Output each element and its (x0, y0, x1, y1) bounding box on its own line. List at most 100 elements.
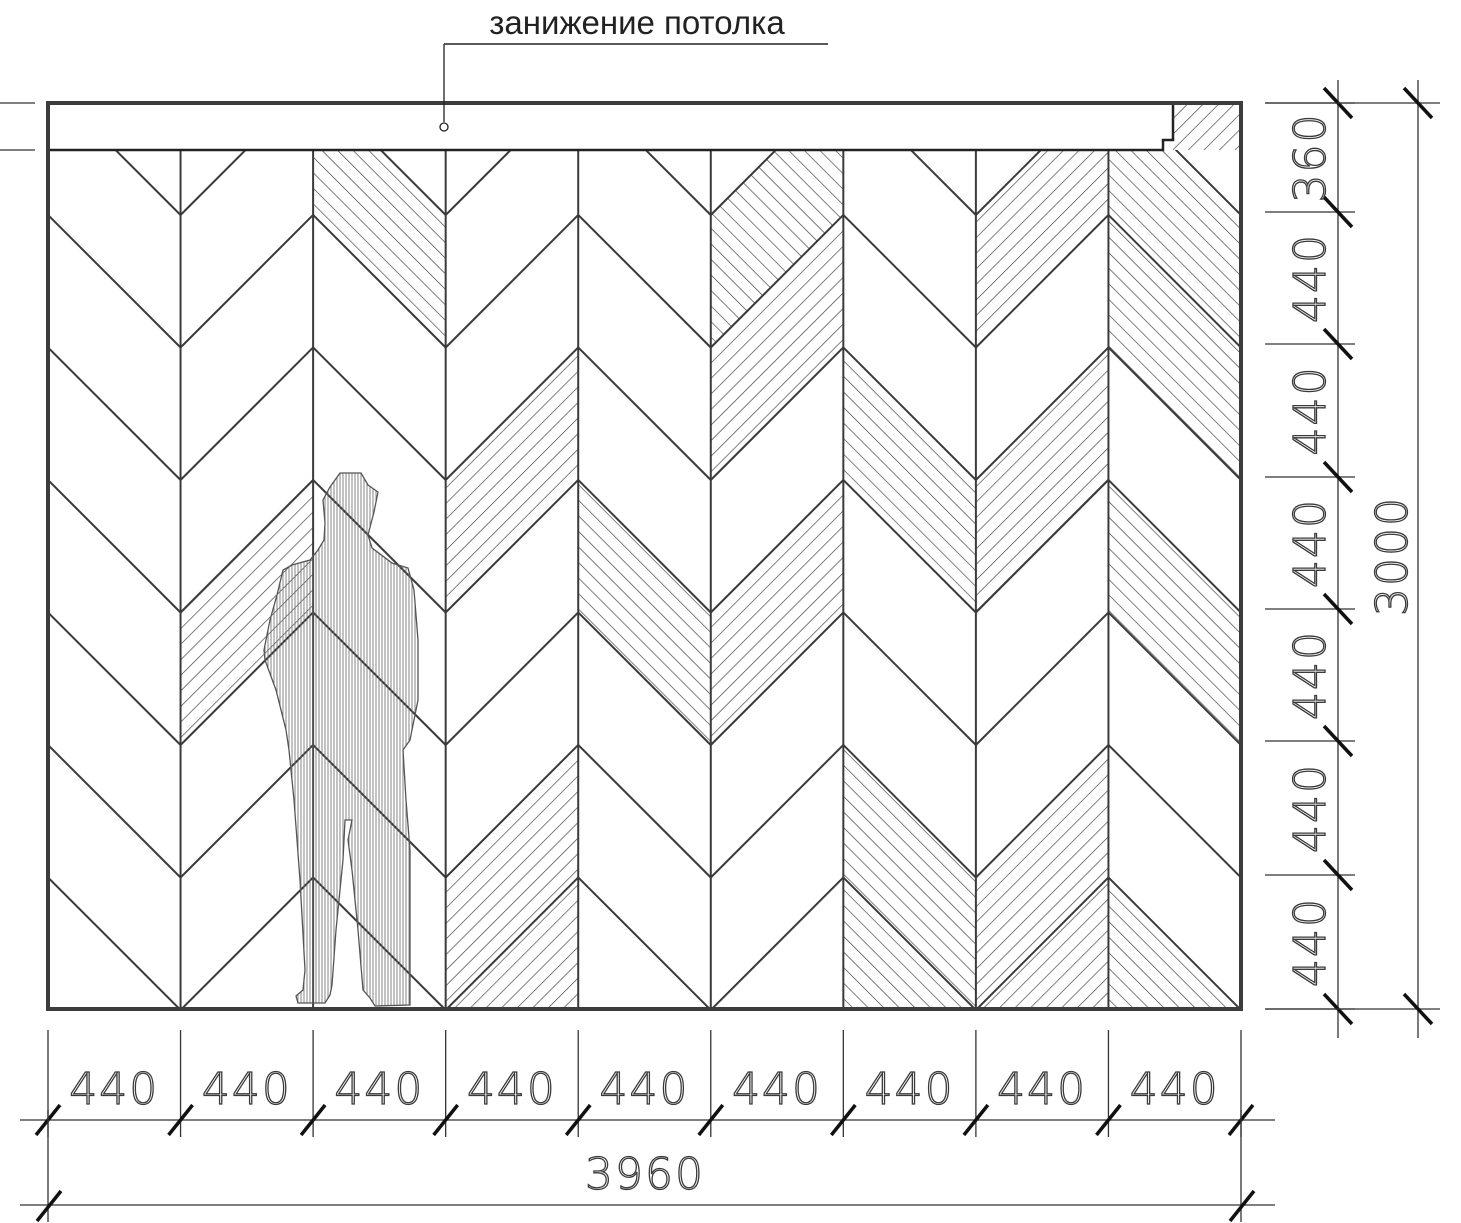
chevron-line (1108, 0, 1241, 83)
chevron-line (180, 876, 314, 1009)
chevron-line (1107, 611, 1241, 746)
vertical-dimension-label: 360 (1285, 113, 1336, 203)
vertical-dimension-label: 440 (1285, 763, 1336, 853)
chevron-line (444, 611, 579, 746)
chevron-line (179, 479, 314, 614)
chevron-line (312, 346, 447, 481)
chevron-line (710, 611, 845, 746)
dimension-tick (1322, 195, 1354, 229)
chevron-line (444, 150, 513, 216)
chevron-line (181, 1142, 314, 1223)
chevron-line (1107, 744, 1241, 879)
chevron-line (711, 1142, 844, 1223)
hatched-chevron-panel (843, 744, 976, 1009)
horizontal-dimension-label: 440 (600, 1064, 690, 1115)
dimension-tick (1322, 327, 1354, 361)
ceiling-drop-callout: занижение потолка (439, 4, 828, 132)
vertical-dimension-label: 440 (1285, 630, 1336, 720)
dimension-tick (1322, 592, 1354, 626)
horizontal-dimension-label: 440 (69, 1064, 159, 1115)
chevron-line (644, 150, 712, 216)
vertical-dimension-label: 440 (1285, 498, 1336, 588)
hatched-chevron-panel (180, 479, 314, 745)
ceiling-soffit (0, 102, 1241, 152)
chevron-line (843, 1142, 976, 1223)
chevron-line (842, 611, 977, 746)
chevron-line (48, 479, 182, 614)
chevron-line (842, 346, 977, 481)
chevron-line (445, 876, 579, 1009)
chevron-line (577, 214, 712, 349)
hatched-chevron-panel (710, 214, 844, 480)
dimension-tick (962, 1103, 990, 1137)
chevron-line (444, 479, 579, 614)
vertical-total-dimension: 3000 (1265, 80, 1440, 1038)
chevron-line (1108, 1142, 1241, 1223)
chevron-line (842, 214, 977, 349)
hatched-chevron-panel (843, 347, 976, 613)
chevron-line (48, 214, 182, 349)
horizontal-total-dimension: 3960 (20, 1110, 1275, 1223)
hatched-chevron-panel (710, 150, 844, 348)
hatched-chevron-panel (1108, 479, 1241, 745)
dimension-tick (829, 1103, 857, 1137)
hatched-chevron-panel (313, 150, 446, 348)
chevron-line (843, 0, 976, 83)
hatched-chevron-panel (445, 744, 579, 1009)
chevron-line (710, 346, 845, 481)
callout-point-marker (439, 122, 449, 132)
chevron-line (909, 150, 977, 216)
horizontal-dimension-label: 440 (202, 1064, 292, 1115)
chevron-line (179, 150, 247, 216)
chevron-line (577, 346, 712, 481)
horizontal-dimension-label: 440 (997, 1064, 1087, 1115)
hatched-chevron-panel (975, 744, 1109, 1009)
wall-outline (46, 101, 1243, 1011)
dimension-tick (564, 1103, 592, 1137)
human-scale-figure (263, 472, 419, 1007)
chevron-line (577, 876, 712, 1009)
chevron-line (842, 876, 977, 1009)
chevron-line (976, 1142, 1109, 1223)
dimension-tick (1322, 724, 1354, 758)
chevron-line (48, 1142, 181, 1223)
chevron-line (577, 479, 712, 614)
chevron-line (1174, 150, 1241, 216)
chevron-line (181, 0, 314, 83)
chevron-line (710, 214, 845, 349)
horizontal-dimension-label: 440 (732, 1064, 822, 1115)
horizontal-dimension-label: 440 (467, 1064, 557, 1115)
dimension-tick (432, 1103, 460, 1137)
vertical-dimension-label: 440 (1285, 366, 1336, 456)
chevron-line (577, 611, 712, 746)
chevron-line (1107, 479, 1241, 614)
chevron-line (710, 150, 778, 216)
vertical-total-label: 3000 (1367, 496, 1418, 616)
chevron-line (1107, 876, 1241, 1009)
chevron-line (179, 214, 314, 349)
hatched-chevron-panel (445, 347, 579, 613)
vertical-dimension-label: 440 (1285, 233, 1336, 323)
ceiling-drop-label: занижение потолка (489, 4, 785, 41)
chevron-line (312, 214, 447, 349)
chevron-line (975, 744, 1110, 879)
hatched-chevron-panel (578, 479, 711, 745)
chevron-line (446, 1142, 579, 1223)
vertical-dimension-chain: 360 440 440 440 440 440 440 (1265, 80, 1355, 1038)
dimension-tick (167, 1103, 194, 1137)
hatched-chevron-panel (710, 479, 844, 745)
chevron-line (114, 150, 182, 216)
panel-column-dividers (179, 150, 1110, 1009)
hatched-chevron-panel (1108, 214, 1241, 480)
chevron-line (710, 876, 845, 1009)
vertical-dimension-label: 440 (1285, 897, 1336, 987)
dimension-tick (1322, 460, 1354, 494)
chevron-line (710, 744, 845, 879)
chevron-line (1107, 346, 1241, 481)
chevron-line (842, 479, 977, 614)
dimension-tick (1322, 858, 1354, 892)
horizontal-dimension-label: 440 (865, 1064, 955, 1115)
dimension-tick (697, 1103, 725, 1137)
